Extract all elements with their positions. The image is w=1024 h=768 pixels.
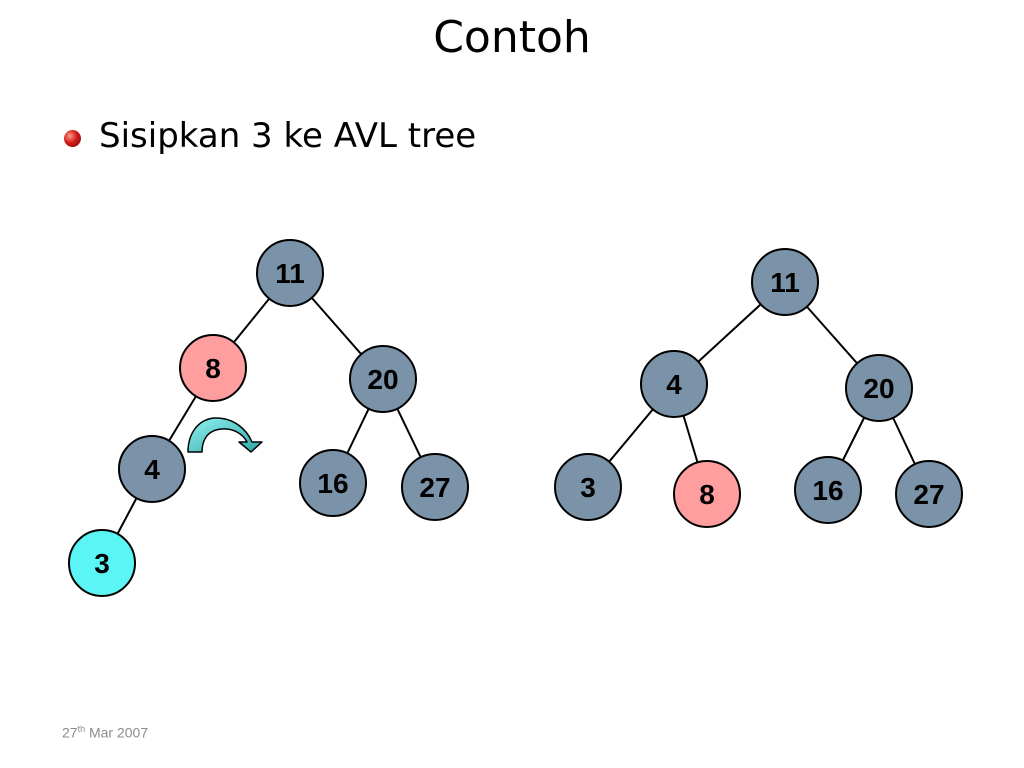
tree-after-rotation: 11 4 20 3 8 16 27	[554, 248, 963, 528]
footer-date: 27th Mar 2007	[62, 724, 148, 741]
tree-node-20: 20	[349, 345, 417, 413]
node-circle	[179, 334, 247, 402]
tree-node-11: 11	[751, 248, 819, 316]
tree-node-3: 3	[68, 529, 136, 597]
node-label: 4	[144, 454, 160, 485]
tree-node-4: 4	[118, 435, 186, 503]
footer-day-suffix: th	[77, 724, 86, 734]
slide-title: Contoh	[433, 12, 591, 63]
node-circle	[401, 453, 469, 521]
tree-node-8: 8	[673, 460, 741, 528]
node-circle	[640, 350, 708, 418]
node-circle	[68, 529, 136, 597]
node-circle	[256, 239, 324, 307]
bullet-point: Sisipkan 3 ke AVL tree	[64, 116, 476, 156]
node-label: 16	[317, 468, 348, 499]
node-label: 11	[770, 267, 800, 298]
node-circle	[349, 345, 417, 413]
node-label: 11	[275, 258, 305, 289]
node-circle	[299, 449, 367, 517]
tree-node-16: 16	[794, 456, 862, 524]
tree-before-rotation: 11 8 20 4 16 27 3	[68, 239, 469, 597]
node-circle	[554, 453, 622, 521]
rotate-right-arrow-icon	[187, 417, 263, 453]
node-label: 27	[419, 472, 450, 503]
tree-node-20: 20	[845, 354, 913, 422]
node-circle	[673, 460, 741, 528]
bullet-text: Sisipkan 3 ke AVL tree	[99, 116, 477, 156]
node-circle	[794, 456, 862, 524]
node-label: 20	[863, 373, 894, 404]
node-circle	[845, 354, 913, 422]
tree-node-4: 4	[640, 350, 708, 418]
footer-month-year: Mar 2007	[85, 724, 149, 741]
node-label: 3	[580, 472, 596, 503]
node-circle	[895, 460, 963, 528]
node-label: 20	[367, 364, 398, 395]
bullet-icon	[64, 129, 81, 147]
node-label: 8	[205, 353, 221, 384]
node-circle	[118, 435, 186, 503]
tree-node-8: 8	[179, 334, 247, 402]
node-circle	[751, 248, 819, 316]
node-label: 27	[913, 479, 944, 510]
node-label: 4	[666, 369, 682, 400]
tree-node-27: 27	[895, 460, 963, 528]
tree-node-27: 27	[401, 453, 469, 521]
node-label: 3	[94, 548, 110, 579]
tree-node-3: 3	[554, 453, 622, 521]
node-label: 16	[812, 475, 843, 506]
tree-node-11: 11	[256, 239, 324, 307]
tree-node-16: 16	[299, 449, 367, 517]
footer-day: 27	[62, 724, 78, 741]
node-label: 8	[699, 479, 715, 510]
